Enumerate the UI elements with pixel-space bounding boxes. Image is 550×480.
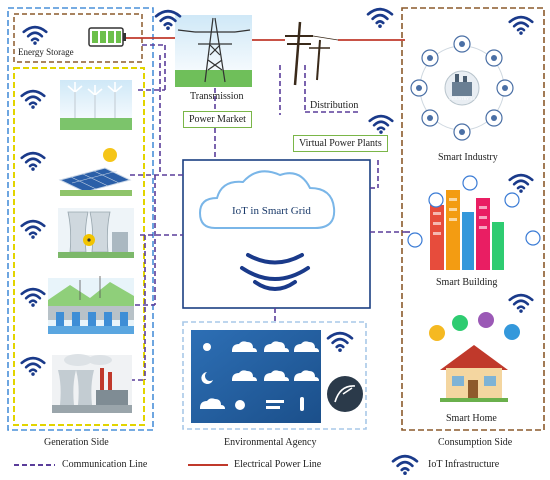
battery-icon — [88, 27, 126, 47]
thermal-plant-illustration — [52, 354, 132, 413]
energy-storage-label: Energy Storage — [18, 47, 74, 57]
generation-inner-border — [13, 67, 145, 426]
legend-iot-label: IoT Infrastructure — [428, 459, 500, 470]
weather-icons — [200, 341, 319, 411]
generation-side-label: Generation Side — [44, 437, 109, 448]
transmission-label: Transmission — [190, 91, 244, 102]
signal-arcs — [240, 253, 310, 291]
smart-building-label: Smart Building — [436, 277, 498, 288]
smart-building-illustration — [407, 175, 541, 270]
satellite-dish-icon — [327, 376, 363, 412]
smart-industry-illustration — [410, 35, 514, 141]
solar-panel-illustration — [58, 148, 132, 196]
env-agency-border — [182, 321, 367, 430]
nuclear-plant-illustration — [58, 208, 134, 258]
transmission-tower-illustration — [175, 15, 252, 87]
virtual-power-plants-label: Virtual Power Plants — [293, 135, 388, 152]
smart-industry-label: Smart Industry — [438, 152, 498, 163]
power-market-label: Power Market — [183, 111, 252, 128]
legend-electrical-label: Electrical Power Line — [234, 459, 322, 470]
distribution-label: Distribution — [310, 100, 359, 111]
smart-home-label: Smart Home — [446, 413, 497, 424]
hydro-dam-illustration — [48, 276, 134, 334]
generation-side-border — [7, 7, 154, 431]
iot-smart-grid-label: IoT in Smart Grid — [232, 205, 311, 217]
smart-home-illustration — [429, 312, 520, 402]
industry-badge: INDUSTRY 4.0 — [449, 96, 475, 101]
power-lines — [124, 37, 405, 41]
cloud-illustration — [198, 170, 336, 229]
legend-communication-label: Communication Line — [62, 459, 148, 470]
environmental-agency-label: Environmental Agency — [224, 437, 317, 448]
consumption-side-label: Consumption Side — [438, 437, 513, 448]
wind-farm-illustration — [60, 80, 132, 130]
consumption-side-border — [401, 7, 545, 431]
distribution-poles-illustration — [285, 21, 339, 86]
communication-lines — [130, 44, 410, 381]
